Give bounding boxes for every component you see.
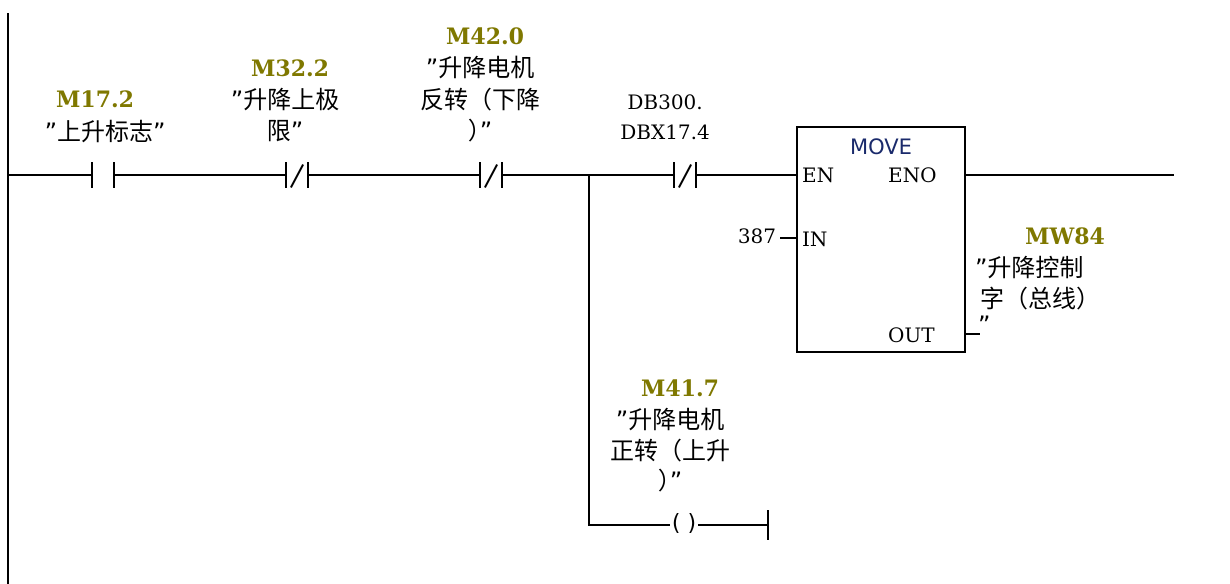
contact-symbol: ）” <box>467 117 493 145</box>
contact-address: DB300. <box>627 90 703 114</box>
contact-symbol: 反转（下降 <box>420 86 540 114</box>
coil-address: M41.7 <box>641 376 719 402</box>
contact-symbol: ”上升标志” <box>44 118 166 146</box>
contact-address: M17.2 <box>56 87 134 113</box>
branch-wire <box>588 524 670 526</box>
move-out-symbol: ” <box>978 311 991 339</box>
coil-symbol: 正转（上升 <box>610 437 730 465</box>
rung-wire <box>697 174 796 176</box>
move-block[interactable]: MOVE EN ENO IN OUT <box>796 126 966 353</box>
move-out-symbol: ”升降控制 <box>975 254 1084 282</box>
branch-wire <box>588 174 590 526</box>
contact-symbol: ”升降电机 <box>425 54 535 82</box>
eno-output-wire <box>964 174 1174 176</box>
pin-eno: ENO <box>888 163 937 187</box>
branch-wire <box>698 524 768 526</box>
move-block-title: MOVE <box>850 135 912 159</box>
contact-symbol: ”升降上极 <box>230 86 340 114</box>
rung-wire <box>7 174 91 176</box>
normally-closed-contact[interactable] <box>479 162 503 188</box>
power-rail <box>7 13 9 584</box>
pin-in: IN <box>802 227 828 251</box>
rung-wire <box>115 174 285 176</box>
normally-closed-contact[interactable] <box>673 162 697 188</box>
move-out-symbol: 字（总线） <box>980 285 1100 313</box>
normally-closed-contact[interactable] <box>285 162 309 188</box>
move-out-address[interactable]: MW84 <box>1025 224 1105 250</box>
rung-wire <box>309 174 479 176</box>
move-in-value[interactable]: 387 <box>737 224 776 248</box>
coil-symbol: ）” <box>657 467 683 495</box>
pin-en: EN <box>802 163 835 187</box>
coil-symbol: ”升降电机 <box>615 406 725 434</box>
in-pin-wire <box>780 237 796 239</box>
pin-out: OUT <box>888 323 935 347</box>
contact-address: M42.0 <box>446 24 524 50</box>
contact-address: M32.2 <box>251 56 329 82</box>
branch-end-rail <box>767 510 769 540</box>
contact-address: DBX17.4 <box>620 120 710 144</box>
out-pin-wire <box>964 333 980 335</box>
normally-open-contact[interactable] <box>91 162 115 188</box>
contact-symbol: 限” <box>266 117 304 145</box>
output-coil[interactable]: ( ) <box>670 511 698 539</box>
